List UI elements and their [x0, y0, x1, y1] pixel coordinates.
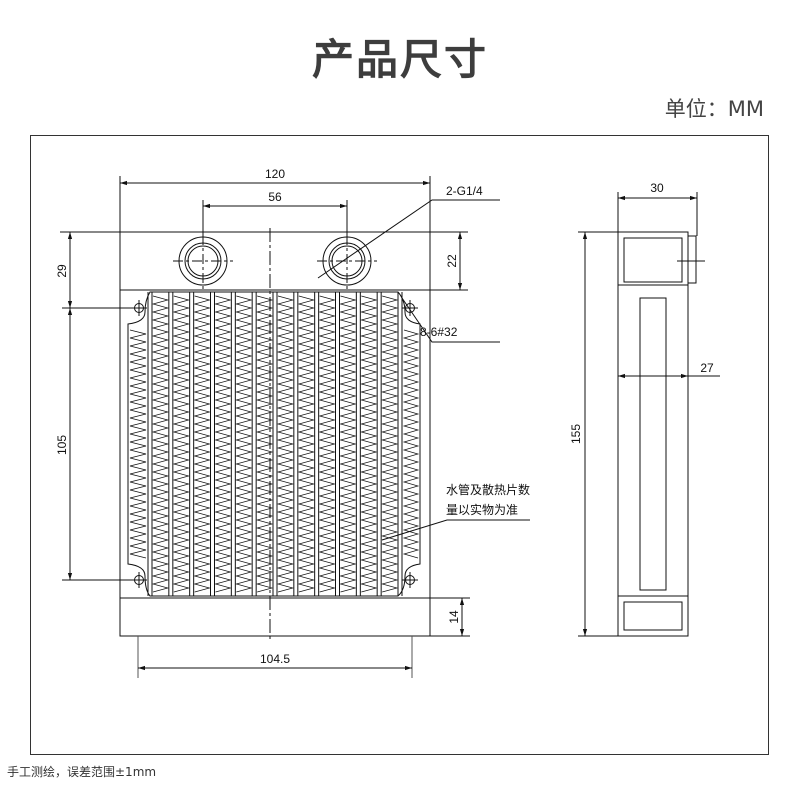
dim-top-to-hole: 29	[55, 264, 69, 278]
fin-zigzag	[297, 295, 316, 593]
fin-zigzag	[214, 295, 232, 593]
drawing-frame	[30, 135, 769, 755]
fin-core	[127, 291, 421, 597]
fin-zigzag	[172, 295, 191, 593]
mount-hole	[402, 300, 418, 316]
dim-bottom-height: 14	[447, 610, 461, 624]
dim-hole-spacing-horizontal: 104.5	[260, 652, 290, 666]
dim-width: 120	[265, 167, 285, 181]
footnote: 手工测绘，误差范围±1mm	[7, 765, 157, 779]
fin-zigzag	[402, 329, 420, 559]
dim-port-spacing: 56	[268, 190, 282, 204]
dim-thickness-with-port: 30	[650, 181, 664, 195]
fin-zigzag	[339, 295, 357, 593]
note-line-2: 量以实物为准	[446, 502, 518, 517]
dim-height: 155	[569, 424, 583, 444]
note-line-1: 水管及散热片数	[446, 482, 530, 497]
fin-zigzag	[193, 295, 211, 593]
fin-zigzag	[276, 295, 295, 593]
mount-hole	[402, 572, 418, 588]
port-fitting	[687, 235, 697, 284]
fin-zigzag	[151, 295, 170, 593]
mount-hole	[131, 300, 147, 316]
side-view: 30 27 155	[569, 181, 720, 637]
fin-zigzag	[255, 295, 274, 593]
dim-hole-spacing-vertical: 105	[55, 435, 69, 455]
port-left	[173, 235, 233, 290]
front-view: 120 56 2-G1/4 29 22 8-6#32 105 水管及散热片数 量…	[55, 167, 530, 678]
fin-zigzag	[380, 295, 399, 593]
fin-zigzag	[129, 329, 147, 559]
dim-mount-holes: 8-6#32	[420, 325, 458, 339]
fin-zigzag	[318, 295, 336, 593]
fin-zigzag	[234, 295, 253, 593]
dim-ports: 2-G1/4	[446, 184, 483, 198]
dim-thickness: 27	[700, 361, 714, 375]
unit-label: 单位：MM	[664, 97, 764, 121]
fin-zigzag	[359, 295, 378, 593]
dim-tank-height: 22	[445, 254, 459, 268]
radiator-outline	[119, 231, 431, 637]
page-title: 产品尺寸	[311, 35, 488, 84]
